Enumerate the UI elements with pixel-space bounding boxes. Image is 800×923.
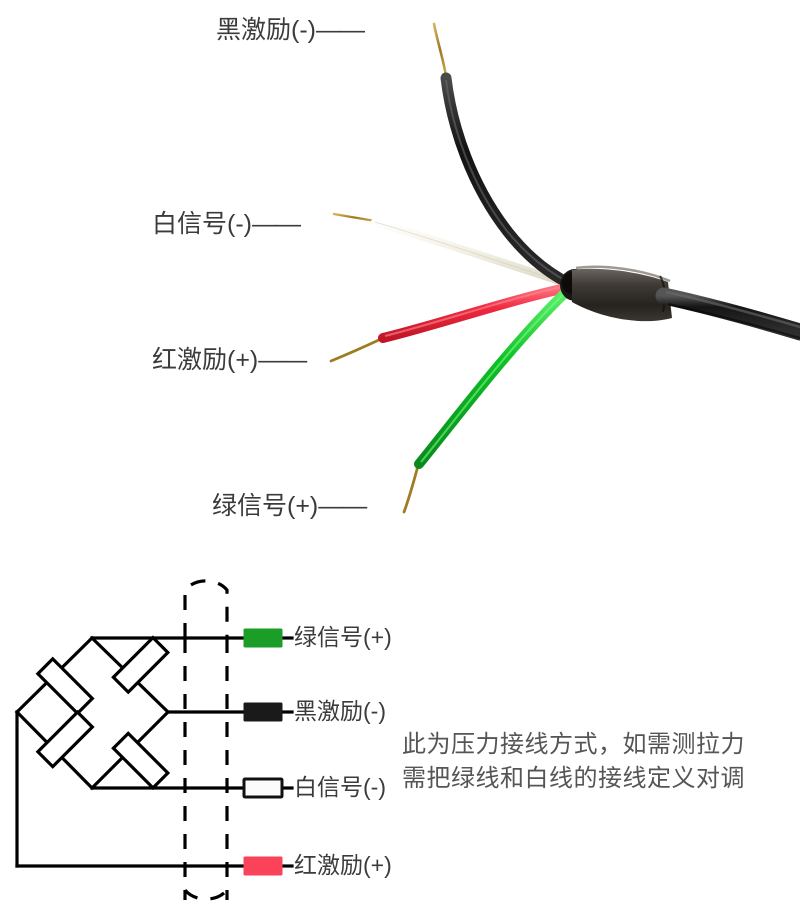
- callout-green-signal: 绿信号(+)——: [212, 492, 367, 520]
- callout-green-signal-lead: ——: [318, 492, 367, 520]
- swatch-red-excitation: [243, 856, 283, 876]
- red-wire-highlight: [384, 285, 567, 337]
- main-cable-shadow: [667, 303, 800, 339]
- wiring-note-text: 此为压力接线方式，如需测拉力 需把绿线和白线的接线定义对调: [402, 731, 745, 793]
- callout-red-excitation-text: 红激励(+): [152, 346, 259, 374]
- resistor-top-left: [35, 656, 95, 716]
- cable-sheath-outline-bottom: [183, 888, 229, 901]
- black-wire-highlight: [445, 79, 569, 283]
- terminal-label-white: 白信号(-): [294, 774, 386, 800]
- cable-photo-illustration: [329, 22, 800, 514]
- resistor-bottom-right: [111, 731, 171, 791]
- terminal-label-red: 红激励(+): [294, 852, 392, 878]
- callout-black-excitation-text: 黑激励(-): [216, 16, 316, 44]
- white-wire-shading: [374, 221, 567, 284]
- terminal-label-black: 黑激励(-): [294, 698, 386, 724]
- callout-white-signal-text: 白信号(-): [152, 210, 252, 238]
- swatch-black-excitation: [243, 702, 283, 722]
- callout-white-signal: 白信号(-)——: [152, 210, 301, 238]
- callout-red-excitation: 红激励(+)——: [152, 346, 307, 374]
- callout-white-signal-lead: ——: [251, 210, 301, 238]
- callout-black-excitation: 黑激励(-)——: [216, 16, 365, 44]
- callout-green-signal-text: 绿信号(+): [212, 492, 319, 520]
- red-wire: [378, 283, 571, 343]
- red-wire-gold-lead: [329, 337, 383, 363]
- wheatstone-bridge-schematic: [14, 579, 294, 901]
- resistor-bottom-left: [35, 709, 95, 769]
- heat-shrink-sleeve: [572, 268, 672, 322]
- terminal-label-green: 绿信号(+): [294, 624, 392, 650]
- callout-red-excitation-lead: ——: [258, 346, 307, 374]
- main-cable: [655, 287, 800, 341]
- main-cable-highlight: [665, 290, 800, 329]
- green-wire-gold-lead: [402, 464, 420, 514]
- swatch-green-signal: [243, 628, 283, 648]
- swatch-white-signal: [242, 777, 284, 799]
- bridge-diagram-panel: 绿信号(+) 黑激励(-) 白信号(-) 红激励(+) 此为压力接线方式，如需测…: [0, 560, 800, 923]
- green-wire-highlight: [420, 290, 568, 463]
- white-wire-gold-lead: [332, 212, 377, 223]
- resistor-top-right: [111, 635, 171, 695]
- cable-photo-panel: 黑激励(-)—— 白信号(-)—— 红激励(+)—— 绿信号(+)——: [152, 16, 800, 520]
- cable-sheath-outline-top: [183, 579, 229, 638]
- black-wire-gold-lead: [432, 22, 448, 78]
- callout-black-excitation-lead: ——: [315, 16, 365, 44]
